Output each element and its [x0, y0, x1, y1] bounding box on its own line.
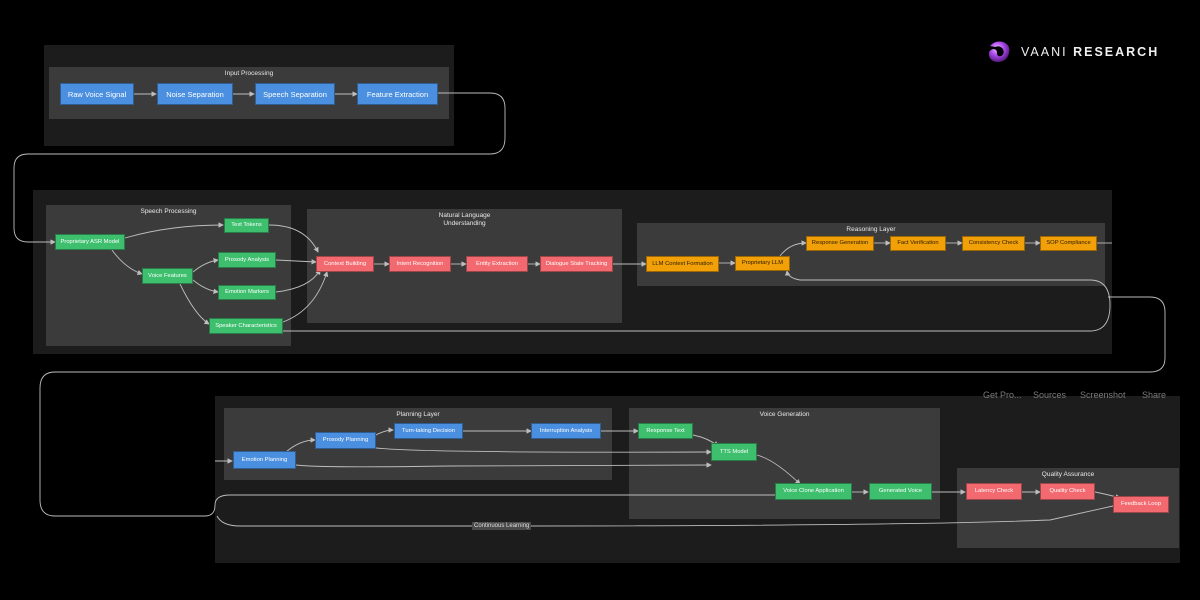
node-tts-model[interactable]: TTS Model [711, 443, 757, 461]
screenshot-link[interactable]: Screenshot [1080, 390, 1126, 400]
node-quality-check[interactable]: Quality Check [1040, 483, 1095, 500]
node-response-generation[interactable]: Response Generation [806, 236, 874, 251]
reasoning-group: Reasoning Layer [637, 223, 1105, 286]
node-raw-voice-signal[interactable]: Raw Voice Signal [60, 83, 134, 105]
node-emotion-planning[interactable]: Emotion Planning [233, 451, 296, 469]
voice-generation-title: Voice Generation [759, 411, 810, 418]
planning-group: Planning Layer [224, 408, 612, 480]
nlu-title: Natural Language Understanding [438, 212, 491, 227]
logo-word-bold: RESEARCH [1073, 45, 1160, 59]
logo-wordmark: VAANI RESEARCH [1021, 45, 1159, 59]
node-fact-verification[interactable]: Fact Verification [890, 236, 946, 251]
node-voice-features[interactable]: Voice Features [142, 268, 193, 284]
node-consistency-check[interactable]: Consistency Check [962, 236, 1025, 251]
node-speech-separation[interactable]: Speech Separation [255, 83, 335, 105]
node-latency-check[interactable]: Latency Check [966, 483, 1022, 500]
node-proprietary-llm[interactable]: Proprietary LLM [735, 256, 790, 271]
node-prosody-analysis[interactable]: Prosody Analysis [218, 252, 276, 268]
node-asr-model[interactable]: Proprietary ASR Model [55, 234, 125, 250]
quality-assurance-title: Quality Assurance [1041, 471, 1095, 478]
node-entity-extraction[interactable]: Entity Extraction [466, 256, 528, 272]
node-noise-separation[interactable]: Noise Separation [157, 83, 233, 105]
sources-link[interactable]: Sources [1033, 390, 1067, 400]
node-speaker-characteristics[interactable]: Speaker Characteristics [209, 318, 283, 334]
node-interruption-analysis[interactable]: Interruption Analysis [531, 423, 601, 439]
node-response-text[interactable]: Response Text [638, 423, 693, 439]
node-sop-compliance[interactable]: SOP Compliance [1040, 236, 1097, 251]
node-intent-recognition[interactable]: Intent Recognition [389, 256, 451, 272]
node-dialogue-state-tracking[interactable]: Dialogue State Tracking [540, 256, 613, 272]
speech-processing-title: Speech Processing [140, 208, 197, 215]
node-context-building[interactable]: Context Building [316, 256, 374, 272]
node-llm-context-formation[interactable]: LLM Context Formation [646, 256, 719, 272]
input-processing-title: Input Processing [224, 70, 274, 77]
node-prosody-planning[interactable]: Prosody Planning [315, 432, 376, 449]
node-feature-extraction[interactable]: Feature Extraction [357, 83, 438, 105]
continuous-learning-label: Continuous Learning [472, 522, 532, 530]
node-text-tokens[interactable]: Text Tokens [224, 218, 269, 233]
node-feedback-loop[interactable]: Feedback Loop [1113, 496, 1169, 513]
get-pro-link[interactable]: Get Pro... [983, 390, 1022, 400]
node-generated-voice[interactable]: Generated Voice [869, 483, 932, 500]
node-voice-clone-application[interactable]: Voice Clone Application [775, 483, 852, 500]
share-link[interactable]: Share [1142, 390, 1167, 400]
vaani-logo-icon [989, 41, 1010, 62]
node-turn-taking-decision[interactable]: Turn-taking Decision [394, 423, 463, 439]
vaani-research-logo: VAANI RESEARCH [985, 38, 1159, 66]
planning-title: Planning Layer [396, 411, 440, 418]
reasoning-title: Reasoning Layer [846, 226, 896, 233]
logo-word-light: VAANI [1021, 45, 1068, 59]
node-emotion-markers[interactable]: Emotion Markers [218, 285, 276, 300]
